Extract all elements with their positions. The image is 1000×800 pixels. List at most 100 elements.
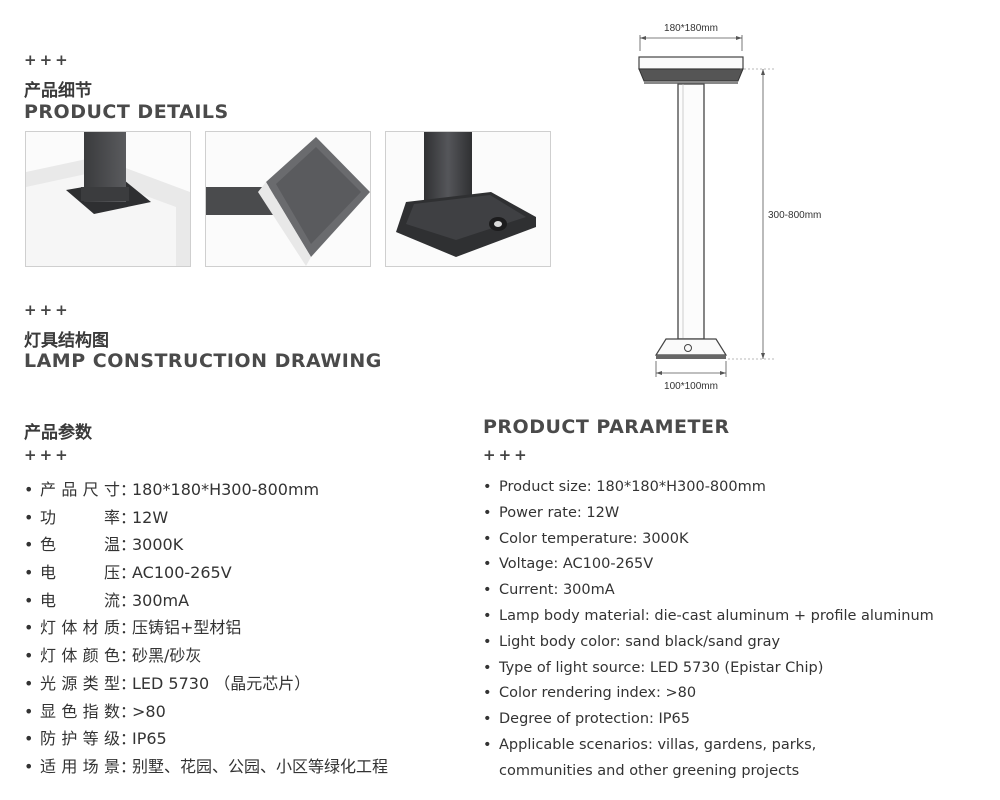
bullet: •: [24, 646, 34, 666]
param-cn-colon: ：: [120, 729, 137, 749]
param-cn-value: AC100-265V: [132, 563, 232, 583]
bullet: •: [24, 590, 34, 610]
bullet: •: [24, 701, 34, 721]
param-cn-item: • 显色指数：>80: [24, 698, 464, 726]
param-cn-label: 适用场景: [40, 756, 120, 776]
params-en-list: • Product size: 180*180*H300-800mm • Power …: [483, 475, 993, 785]
param-en-text: Voltage: AC100-265V: [499, 556, 654, 573]
dim-base-label: 100*100mm: [664, 381, 718, 392]
dim-height-label: 300-800mm: [768, 210, 821, 221]
detail-photo-base-top: [25, 131, 191, 267]
bullet: •: [483, 711, 492, 728]
param-cn-item: • 灯体材质：压铸铝+型材铝: [24, 614, 464, 642]
param-en-item: • Light body color: sand black/sand gray: [483, 630, 993, 656]
param-cn-item: • 功率：12W: [24, 504, 464, 532]
construction-drawing: 180*180mm 300-800mm 100*100mm: [620, 15, 880, 395]
dim-top-label: 180*180mm: [664, 23, 718, 34]
bullet: •: [24, 507, 34, 527]
params-cn-list: •产品尺寸：180*180*H300-800mm•功率：12W•色温：3000K…: [24, 476, 464, 781]
bullet: •: [483, 659, 492, 676]
param-cn-value: >80: [132, 701, 166, 721]
param-en-item: • Power rate: 12W: [483, 501, 993, 527]
param-cn-value: 180*180*H300-800mm: [132, 480, 320, 499]
param-en-text: Degree of protection: IP65: [499, 711, 691, 728]
param-en-text: Power rate: 12W: [499, 504, 620, 521]
param-cn-colon: ：: [120, 590, 137, 610]
drawing-title-en: LAMP CONSTRUCTION DRAWING: [24, 350, 382, 372]
param-en-text: Product size: 180*180*H300-800mm: [499, 479, 766, 495]
param-cn-value: LED 5730 （晶元芯片）: [132, 673, 311, 693]
detail-photo-lamp-head: [205, 131, 371, 267]
details-title-en: PRODUCT DETAILS: [24, 101, 229, 123]
param-en-text: Color temperature: 3000K: [499, 530, 689, 547]
bullet: •: [24, 729, 34, 749]
params-en-title: PRODUCT PARAMETER: [483, 416, 730, 438]
param-cn-label: 功率: [40, 507, 120, 527]
param-cn-value: 压铸铝+型材铝: [132, 618, 242, 638]
param-cn-label: 光源类型: [40, 673, 120, 693]
bullet: •: [483, 556, 492, 573]
param-cn-label: 电压: [40, 563, 120, 583]
bullet: •: [483, 582, 492, 599]
param-cn-value: 12W: [132, 507, 169, 527]
bullet: •: [24, 618, 34, 638]
param-cn-label: 色温: [40, 535, 120, 555]
param-cn-value: 3000K: [132, 535, 184, 555]
drawing-plus-marks: +++: [24, 301, 71, 319]
param-en-item: • Voltage: AC100-265V: [483, 552, 993, 578]
bullet: •: [483, 530, 492, 547]
param-en-item: • Product size: 180*180*H300-800mm: [483, 475, 993, 501]
param-cn-item: •适用场景：别墅、花园、公园、小区等绿化工程: [24, 753, 464, 781]
param-cn-label: 灯体材质: [40, 618, 120, 638]
bullet: •: [24, 480, 34, 499]
param-cn-item: •电压：AC100-265V: [24, 559, 464, 587]
param-en-text: Color rendering index: >80: [499, 685, 697, 702]
param-cn-value: 300mA: [132, 590, 190, 610]
bullet: •: [483, 607, 492, 624]
bullet: •: [24, 535, 34, 555]
param-cn-label: 电流: [40, 590, 120, 610]
param-cn-colon: ：: [120, 507, 137, 527]
params-cn-plus-marks: +++: [24, 446, 71, 464]
param-en-text: Applicable scenarios: villas, gardens, p…: [499, 736, 817, 753]
bullet: •: [483, 479, 492, 495]
param-cn-item: • 电流：300mA: [24, 587, 464, 615]
params-en-plus-marks: +++: [483, 446, 530, 464]
bullet: •: [24, 563, 34, 583]
param-cn-colon: ：: [120, 646, 137, 666]
param-cn-label: 防护等级: [40, 729, 120, 749]
param-en-text: Type of light source: LED 5730 (Epistar …: [499, 659, 824, 676]
param-cn-value: IP65: [132, 729, 167, 749]
param-en-text: Light body color: sand black/sand gray: [499, 633, 781, 650]
bullet: •: [483, 633, 492, 650]
param-en-item: • Color temperature: 3000K: [483, 527, 993, 553]
param-en-item: • Type of light source: LED 5730 (Epistar…: [483, 656, 993, 682]
param-en-item: • Current: 300mA: [483, 578, 993, 604]
param-cn-item: •灯体颜色：砂黑/砂灰: [24, 642, 464, 670]
param-cn-colon: ：: [120, 701, 137, 721]
drawing-title-cn: 灯具结构图: [24, 331, 109, 351]
param-en-item: • Color rendering index: >80: [483, 681, 993, 707]
details-title-cn: 产品细节: [24, 81, 92, 101]
bullet: •: [24, 756, 34, 776]
param-cn-value: 别墅、花园、公园、小区等绿化工程: [132, 756, 389, 776]
param-cn-item: • 色温：3000K: [24, 531, 464, 559]
param-cn-label: 显色指数: [40, 701, 120, 721]
detail-photo-base-side: [385, 131, 551, 267]
param-en-item: • Lamp body material: die-cast aluminum +…: [483, 604, 993, 630]
param-cn-value: 砂黑/砂灰: [132, 646, 202, 666]
param-en-text: Current: 300mA: [499, 582, 615, 599]
bullet: •: [24, 673, 34, 693]
param-cn-colon: ：: [120, 535, 137, 555]
bullet: •: [483, 685, 492, 702]
bullet: •: [483, 504, 492, 521]
param-cn-label: 产品尺寸: [40, 480, 120, 499]
param-cn-colon: ：: [120, 618, 137, 638]
param-cn-colon: ：: [120, 673, 137, 693]
param-en-text: Lamp body material: die-cast aluminum + …: [499, 607, 934, 624]
param-cn-item: • 光源类型：LED 5730 （晶元芯片）: [24, 670, 464, 698]
param-en-continuation: communities and other greening projects: [499, 762, 800, 779]
params-cn-title: 产品参数: [24, 423, 92, 443]
param-cn-colon: ：: [120, 480, 137, 499]
details-plus-marks: +++: [24, 51, 71, 69]
